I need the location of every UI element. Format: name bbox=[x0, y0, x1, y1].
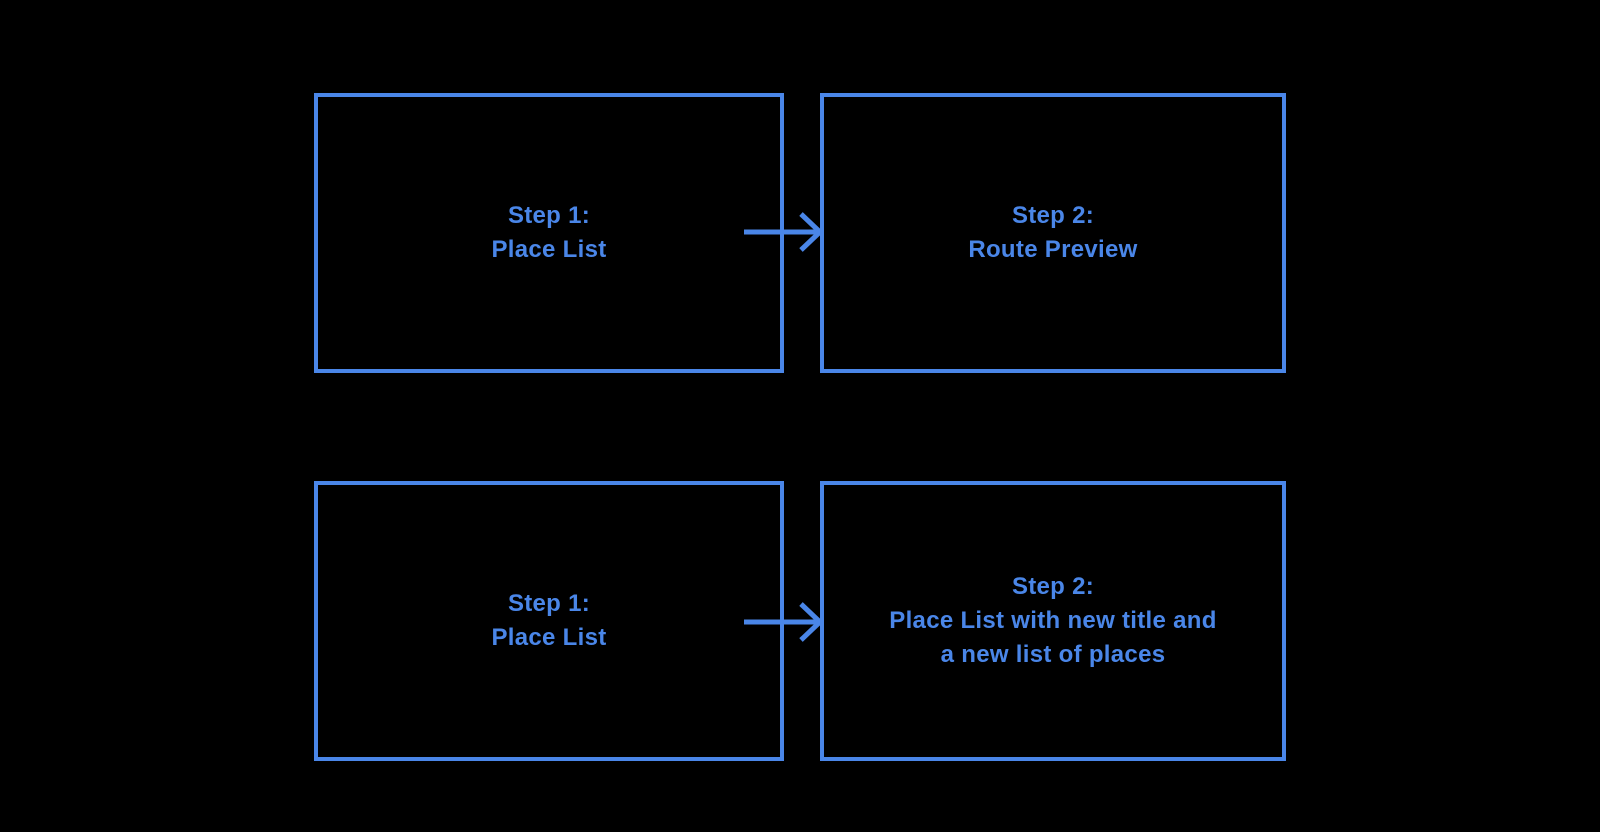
arrow-right-icon bbox=[744, 212, 824, 252]
flow1-step1-box: Step 1: Place List bbox=[314, 93, 784, 373]
flow2-step1-box: Step 1: Place List bbox=[314, 481, 784, 761]
arrow-right-icon bbox=[744, 602, 824, 642]
box-label-line: Place List with new title and bbox=[889, 607, 1217, 634]
box-label-line: Step 2: bbox=[1011, 573, 1095, 600]
flow2-step2-box: Step 2: Place List with new title and a … bbox=[820, 481, 1286, 761]
box-label-line: Step 1: bbox=[507, 590, 591, 617]
flow1-step2-box: Step 2: Route Preview bbox=[820, 93, 1286, 373]
box-label-line: a new list of places bbox=[940, 641, 1166, 668]
box-label-line: Step 1: bbox=[507, 202, 591, 229]
box-label-line: Step 2: bbox=[1011, 202, 1095, 229]
box-label-line: Place List bbox=[491, 624, 607, 651]
box-label-line: Place List bbox=[491, 236, 607, 263]
box-label-line: Route Preview bbox=[968, 236, 1138, 263]
